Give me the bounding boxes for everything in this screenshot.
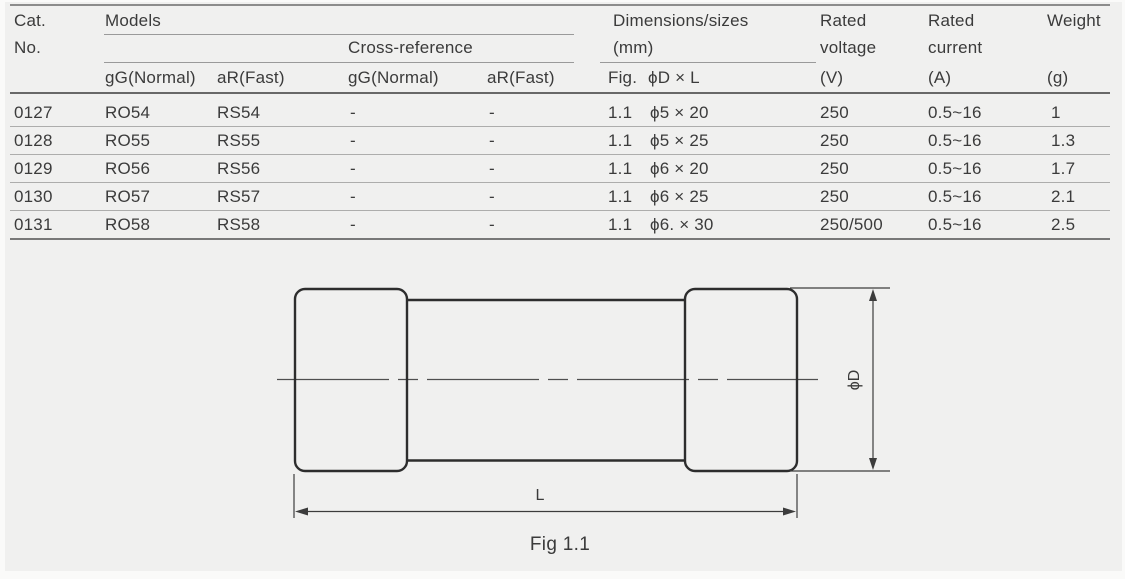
weight-value: 2.1	[1051, 187, 1076, 206]
fig-value: 1.1	[608, 131, 633, 150]
table-bottom-border	[10, 238, 1110, 240]
header-models: Models	[105, 11, 162, 30]
model-gg-value: RO56	[105, 159, 151, 178]
subheader-voltage-unit: (V)	[820, 68, 844, 87]
fig-value: 1.1	[608, 187, 633, 206]
current-value: 0.5~16	[928, 215, 982, 234]
cross-gg-value: -	[350, 159, 356, 178]
models-underline	[104, 34, 574, 35]
arrow-up-icon	[869, 289, 877, 301]
model-ar-value: RS58	[217, 215, 261, 234]
cross-ar-value: -	[489, 131, 495, 150]
model-ar-value: RS57	[217, 187, 261, 206]
cross-gg-value: -	[350, 187, 356, 206]
cat-no-value: 0128	[14, 131, 53, 150]
page-frame	[0, 0, 5, 579]
model-gg-value: RO55	[105, 131, 151, 150]
cross-ar-value: -	[489, 103, 495, 122]
arrow-down-icon	[869, 458, 877, 470]
weight-value: 1	[1051, 103, 1061, 122]
arrow-left-icon	[295, 507, 308, 516]
header-cat: Cat.	[14, 11, 46, 30]
voltage-value: 250/500	[820, 215, 883, 234]
current-value: 0.5~16	[928, 187, 982, 206]
fig-value: 1.1	[608, 159, 633, 178]
cat-no-value: 0127	[14, 103, 53, 122]
model-ar-value: RS54	[217, 103, 261, 122]
diameter-label: ϕD	[846, 370, 863, 391]
size-value: ϕ5 × 25	[650, 131, 709, 150]
fuse-drawing: ϕD L	[277, 287, 890, 518]
fuse-right-cap	[683, 287, 799, 473]
header-no: No.	[14, 38, 42, 57]
page-frame	[0, 0, 1125, 2]
figure-caption: Fig 1.1	[529, 534, 591, 555]
cross-ar-value: -	[489, 159, 495, 178]
current-value: 0.5~16	[928, 131, 982, 150]
fuse-left-cap	[293, 287, 409, 473]
size-value: ϕ6. × 30	[650, 215, 714, 234]
model-ar-value: RS56	[217, 159, 261, 178]
table-top-border	[10, 4, 1110, 6]
voltage-value: 250	[820, 131, 849, 150]
length-label: L	[536, 487, 545, 504]
cross-gg-value: -	[350, 131, 356, 150]
model-gg-value: RO57	[105, 187, 151, 206]
dimensions-underline	[600, 62, 816, 63]
header-dimensions: Dimensions/sizes	[613, 11, 749, 30]
header-current-word: current	[928, 38, 983, 57]
subheader-ar-fast: aR(Fast)	[217, 68, 285, 87]
cross-ar-value: -	[489, 187, 495, 206]
page-frame	[1122, 0, 1125, 579]
weight-value: 1.7	[1051, 159, 1076, 178]
cross-gg-value: -	[350, 215, 356, 234]
arrow-right-icon	[783, 507, 796, 516]
size-value: ϕ6 × 25	[650, 187, 709, 206]
header-voltage-word: voltage	[820, 38, 877, 57]
page-frame	[0, 571, 1125, 579]
header-bottom-border	[10, 92, 1110, 94]
header-rated-voltage: Rated	[820, 11, 867, 30]
fig-value: 1.1	[608, 215, 633, 234]
row-separator	[10, 182, 1110, 183]
weight-value: 2.5	[1051, 215, 1076, 234]
cross-ar-value: -	[489, 215, 495, 234]
header-dimensions-unit: (mm)	[613, 38, 654, 57]
voltage-value: 250	[820, 159, 849, 178]
header-weight: Weight	[1047, 11, 1101, 30]
current-value: 0.5~16	[928, 103, 982, 122]
cat-no-value: 0129	[14, 159, 53, 178]
size-value: ϕ5 × 20	[650, 103, 709, 122]
voltage-value: 250	[820, 103, 849, 122]
subheader-d-x-l: ϕD × L	[648, 68, 700, 87]
voltage-value: 250	[820, 187, 849, 206]
subheader-cross-gg-normal: gG(Normal)	[348, 68, 439, 87]
subheader-cross-ar-fast: aR(Fast)	[487, 68, 555, 87]
weight-value: 1.3	[1051, 131, 1076, 150]
current-value: 0.5~16	[928, 159, 982, 178]
diameter-dimension	[790, 287, 890, 472]
cross-reference-underline	[104, 62, 574, 63]
size-value: ϕ6 × 20	[650, 159, 709, 178]
row-separator	[10, 210, 1110, 211]
model-ar-value: RS55	[217, 131, 261, 150]
fig-value: 1.1	[608, 103, 633, 122]
cat-no-value: 0131	[14, 215, 53, 234]
length-dimension	[293, 474, 798, 518]
header-rated-current: Rated	[928, 11, 975, 30]
model-gg-value: RO58	[105, 215, 151, 234]
fuse-body	[293, 287, 799, 473]
subheader-current-unit: (A)	[928, 68, 952, 87]
model-gg-value: RO54	[105, 103, 151, 122]
subheader-fig: Fig.	[608, 68, 638, 87]
header-cross-reference: Cross-reference	[348, 38, 473, 57]
row-separator	[10, 154, 1110, 155]
subheader-weight-unit: (g)	[1047, 68, 1069, 87]
cat-no-value: 0130	[14, 187, 53, 206]
row-separator	[10, 126, 1110, 127]
cross-gg-value: -	[350, 103, 356, 122]
subheader-gg-normal: gG(Normal)	[105, 68, 196, 87]
